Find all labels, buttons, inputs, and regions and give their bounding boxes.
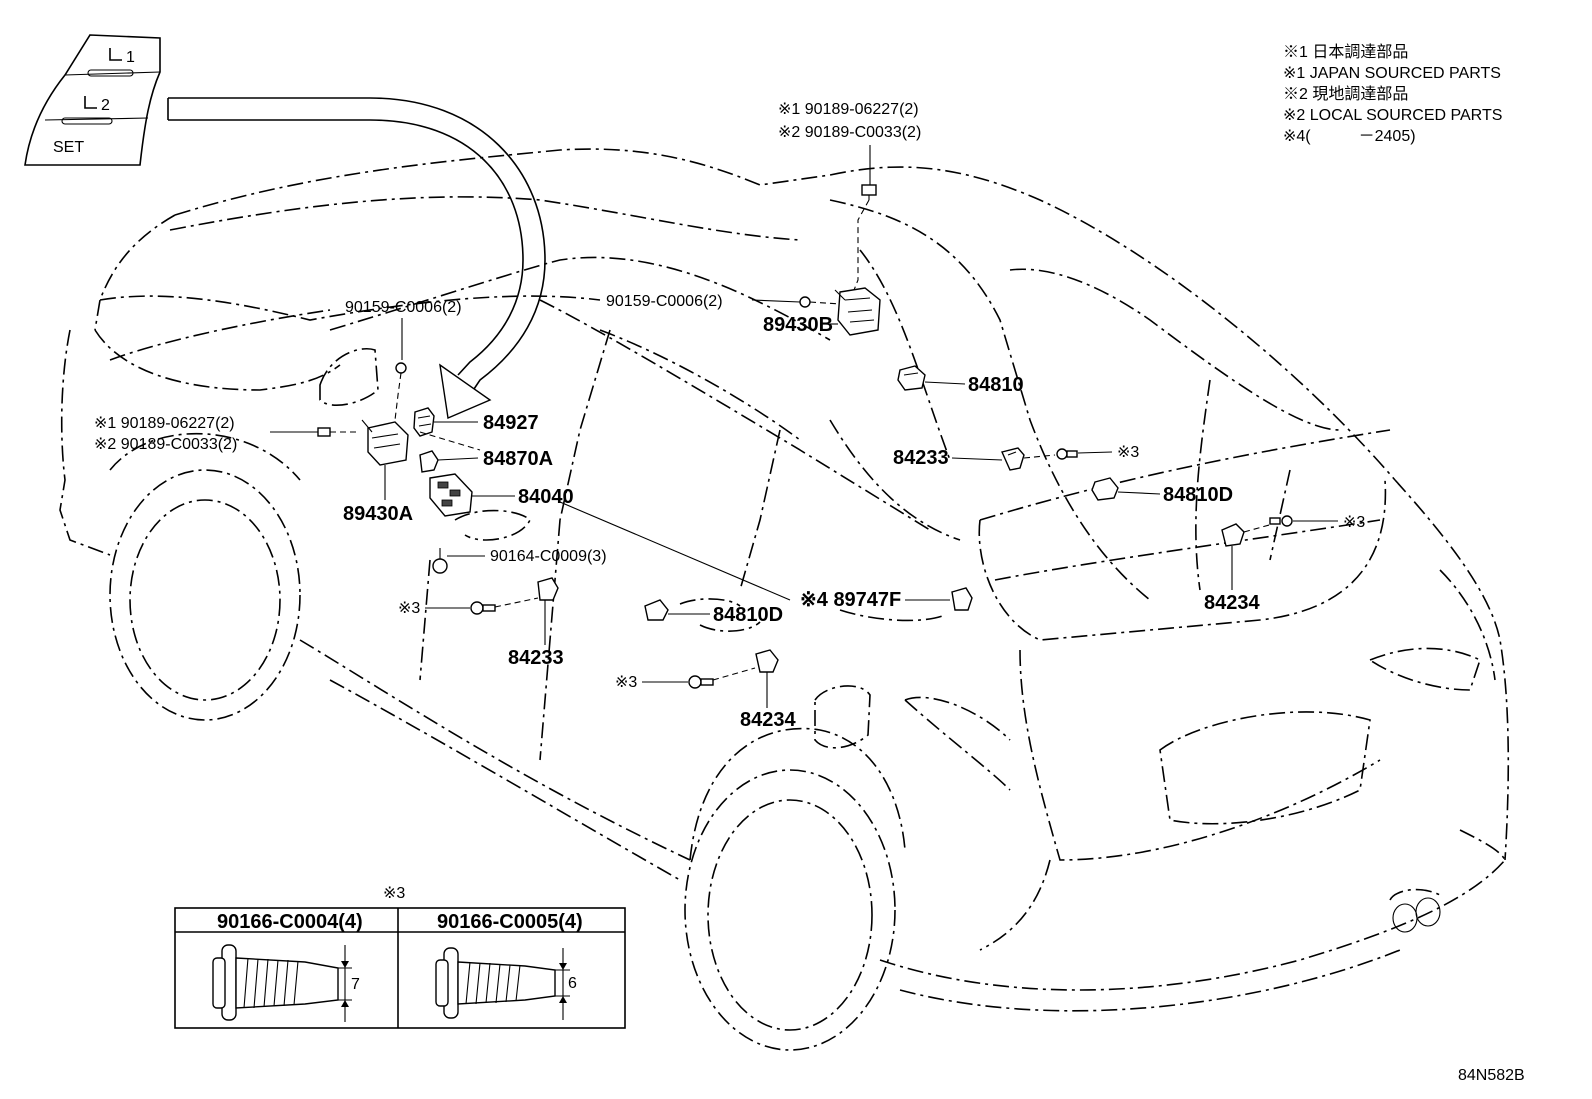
inset-table [174,907,626,1029]
inset-ref-label: ※3 [383,885,405,902]
ecu-89430b-label: 89430B [763,314,833,336]
clip-ref3-left [470,601,496,615]
dim-7-label: 7 [351,976,360,993]
part-84233-lower [537,577,559,601]
part-84870a [419,450,439,473]
dim-7 [338,945,352,1022]
part-84234-mid [755,649,779,673]
part-84810d-mid [644,599,669,621]
clip-ref3-upper [1056,448,1078,460]
ref3-right-label: ※3 [1343,514,1365,531]
part-84233-lower-label: 84233 [508,647,564,669]
part-84870a-label: 84870A [483,448,553,470]
part-84927 [413,407,435,437]
ecu-89430b [834,287,881,336]
part-84810d-right-label: 84810D [1163,484,1233,506]
clip-ref3-mid [688,675,714,689]
clip-90166-c0005 [435,947,556,1019]
switch-location-arrow [167,97,546,420]
screw-90164 [432,548,448,574]
part-84810 [897,365,926,391]
part-84810d-mid-label: 84810D [713,604,783,626]
memory-button-2-label: 2 [101,97,110,114]
screw-right-label: 90159-C0006(2) [606,293,723,310]
note-5: ※4( －2405) [1283,128,1416,145]
part-89747f [951,587,973,611]
note-3: ※2 現地調達部品 [1283,85,1408,103]
memory-button-2: 2 [84,96,110,114]
top-bolt [861,184,877,200]
screw-right [799,296,811,308]
dim-6-label: 6 [568,975,577,992]
ecu-89430a [361,419,409,466]
clip-ref3-right [1269,515,1293,527]
legend-notes: ※1 日本調達部品 ※1 JAPAN SOURCED PARTS ※2 現地調達… [1283,43,1502,145]
memory-button-1: 1 [109,48,135,66]
vehicle-outline [59,148,1510,1051]
screw-left-label: 90159-C0006(2) [345,299,462,316]
part-84234-mid-label: 84234 [740,709,796,731]
ref3-upper-label: ※3 [1117,444,1139,461]
top-bolt-label-1: ※1 90189-06227(2) [778,101,919,118]
left-bolt [317,427,331,437]
part-84810d-right [1091,477,1119,501]
dim-6 [555,948,570,1020]
ref3-mid-label: ※3 [615,674,637,691]
part-84234-right-label: 84234 [1204,592,1260,614]
part-84234-right [1221,523,1245,547]
part-84233-upper-label: 84233 [893,447,949,469]
part-84040-switch [429,473,473,517]
inset-col1-label: 90166-C0004(4) [217,911,363,933]
ecu-89430a-label: 89430A [343,503,413,525]
part-89747f-label: ※4 89747F [800,589,901,611]
note-1: ※1 日本調達部品 [1283,43,1408,61]
part-84040-label: 84040 [518,486,574,508]
note-2: ※1 JAPAN SOURCED PARTS [1283,65,1501,82]
note-4: ※2 LOCAL SOURCED PARTS [1283,107,1502,124]
top-bolt-label-2: ※2 90189-C0033(2) [778,124,921,141]
part-84233-upper [1001,447,1025,471]
ref3-left-label: ※3 [398,600,420,617]
memory-button-1-label: 1 [126,49,135,66]
memory-switch-panel [24,34,161,166]
left-bolt-label-1: ※1 90189-06227(2) [94,415,235,432]
clip-90166-c0004 [212,944,339,1021]
part-84810-label: 84810 [968,374,1024,396]
left-bolt-label-2: ※2 90189-C0033(2) [94,436,237,453]
inset-col2-label: 90166-C0005(4) [437,911,583,933]
screw-left [395,362,407,374]
memory-set-label: SET [53,139,84,156]
figure-code: 84N582B [1458,1067,1525,1084]
part-84927-label: 84927 [483,412,539,434]
screw-90164-label: 90164-C0009(3) [490,548,607,565]
